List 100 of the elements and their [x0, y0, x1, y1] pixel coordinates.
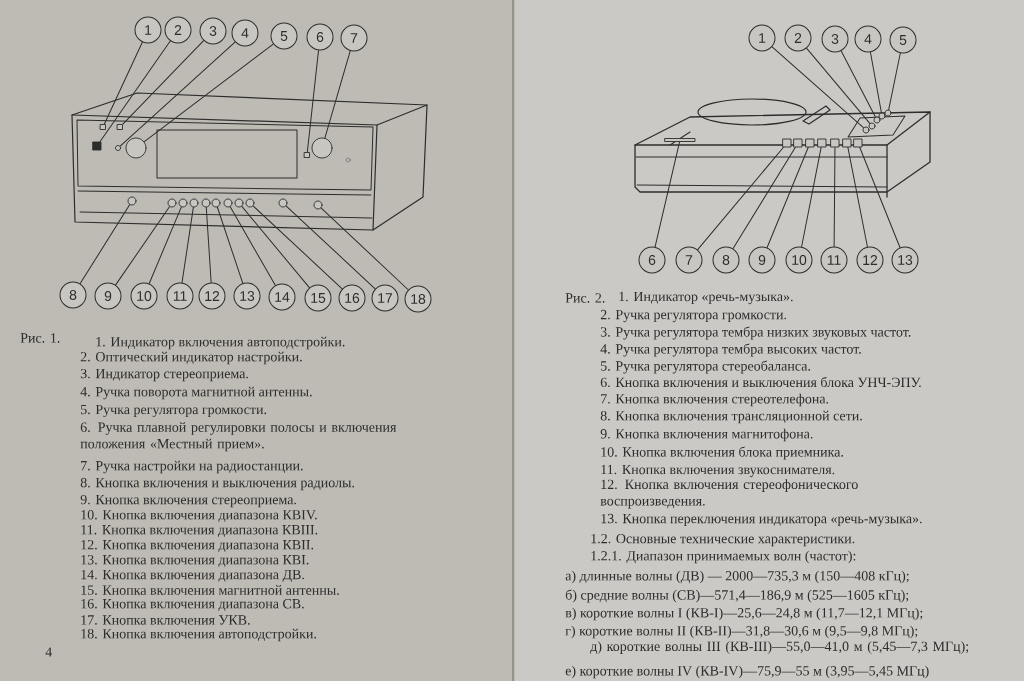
leader-line	[888, 52, 901, 111]
push-button	[127, 196, 137, 206]
leader-line	[285, 205, 376, 290]
leader-line	[103, 41, 143, 125]
caption-text: Рис. 2.	[565, 293, 605, 303]
control-knob	[862, 126, 870, 134]
caption-text: 14. Кнопка включения диапазона ДВ.	[81, 569, 304, 583]
callout-number: 7	[675, 246, 703, 274]
caption-text: 2. Оптический индикатор настройки.	[80, 351, 302, 365]
caption-text: 17. Кнопка включения УКВ.	[81, 615, 250, 625]
callout-number: 13	[891, 246, 919, 274]
callout-number: 10	[130, 282, 158, 310]
caption-text: е) короткие волны IV (КВ-IV)—75,9—55 м (3,95—5,45 МГц)	[565, 665, 929, 679]
caption-text: 13. Кнопка переключения индикатора «речь-музыка».	[601, 513, 922, 527]
caption-text: 13. Кнопка включения диапазона КВI.	[81, 555, 309, 567]
caption-text: 1. Индикатор включения автоподстройки.	[96, 336, 345, 350]
leader-line	[205, 206, 212, 284]
indicator-lamp	[304, 152, 310, 158]
caption-text: 6. Ручка плавной регулировки полосы и включения положения «Местный прием».	[80, 422, 397, 452]
callout-number: 4	[854, 25, 882, 53]
slot	[664, 138, 696, 142]
callout-number: 4	[231, 19, 259, 47]
caption-text: в) короткие волны I (КВ-I)—25,6—24,8 м (11,7—12,1 МГц);	[565, 607, 923, 621]
callout-number: 16	[338, 284, 366, 312]
caption-text: 16. Кнопка включения диапазона СВ.	[81, 599, 304, 611]
leader-line	[833, 146, 836, 247]
callout-number: 9	[748, 246, 776, 274]
indicator-lamp	[117, 124, 123, 130]
caption-text: 12. Кнопка включения диапазона КВII.	[81, 540, 314, 552]
leader-line	[122, 40, 205, 125]
caption-text: 8. Кнопка включения и выключения радиолы.	[80, 477, 354, 491]
leader-line	[806, 47, 871, 124]
push-button	[782, 138, 792, 148]
caption-text: 1.2. Основные технические характеристики.	[591, 533, 855, 547]
leader-line	[697, 146, 784, 251]
leader-line	[732, 146, 796, 249]
callout-number: 8	[712, 246, 740, 274]
caption-text: б) средние волны (СВ)—571,4—186,9 м (525—1605 кГц);	[565, 589, 909, 603]
push-button	[189, 198, 199, 208]
caption-text: д) короткие волны III (КВ-III)—55,0—41,0 м (5,45—7,3 МГц);	[590, 641, 969, 654]
leader-line	[181, 206, 194, 284]
caption-text: 3. Ручка регулятора тембра низких звуковых частот.	[600, 326, 911, 340]
control-knob	[115, 145, 121, 151]
push-button	[245, 198, 255, 208]
callout-number: 15	[304, 284, 332, 312]
caption-text: 7. Ручка настройки на радиостанции.	[81, 460, 303, 474]
indicator-lamp	[92, 141, 102, 151]
leader-line	[840, 50, 876, 118]
push-button	[223, 198, 233, 208]
caption-text: 4	[45, 647, 52, 657]
push-button	[842, 138, 852, 148]
leader-line	[847, 146, 868, 248]
leader-line	[801, 146, 822, 248]
callout-number: 5	[270, 22, 298, 50]
leader-line	[99, 40, 171, 143]
caption-text: 7. Кнопка включения стереотелефона.	[601, 393, 829, 407]
callout-number: 14	[268, 283, 296, 311]
callout-number: 3	[199, 17, 227, 45]
caption-text: 5. Ручка регулятора стереобаланса.	[601, 360, 810, 374]
callout-number: 5	[889, 26, 917, 54]
control-knob	[311, 137, 333, 159]
control-knob	[873, 116, 881, 124]
leader-line	[320, 207, 409, 291]
caption-text: 4. Ручка регулятора тембра высоких частот.	[600, 343, 861, 357]
leader-line	[115, 206, 170, 286]
callout-number: 6	[638, 246, 666, 274]
leader-line	[771, 46, 864, 129]
callout-number: 17	[371, 284, 399, 312]
leader-line	[869, 51, 882, 114]
leader-line	[241, 205, 310, 289]
leader-line	[252, 205, 343, 290]
leader-line	[766, 146, 809, 248]
callout-number: 1	[748, 24, 776, 52]
push-button	[830, 138, 840, 148]
caption-text: 11. Кнопка включения звукоснимателя.	[601, 464, 835, 478]
push-button	[234, 198, 244, 208]
caption-text: 6. Кнопка включения и выключения блока УНЧ-ЭПУ.	[600, 376, 921, 388]
caption-text: г) короткие волны II (КВ-II)—31,8—30,6 м (9,5—9,8 МГц);	[565, 625, 918, 639]
push-button	[853, 138, 863, 148]
leader-line	[216, 206, 244, 284]
leader-line	[79, 204, 131, 285]
caption-text: 18. Кнопка включения автоподстройки.	[81, 628, 316, 642]
push-button	[278, 198, 288, 208]
caption-text: 10. Кнопка включения блока приемника.	[601, 446, 843, 460]
control-knob	[878, 112, 886, 120]
caption-text: 8. Кнопка включения трансляционной сети.	[600, 410, 862, 424]
caption-text: 12. Кнопка включения стереофонического воспроизведения.	[600, 479, 858, 509]
caption-text: 11. Кнопка включения диапазона КВIII.	[81, 525, 318, 537]
push-button	[313, 200, 323, 210]
caption-text: а) длинные волны (ДВ) — 2000—735,3 м (150—408 кГц);	[565, 570, 909, 584]
leader-line	[229, 206, 276, 286]
callout-number: 6	[306, 23, 334, 51]
callout-number: 2	[784, 24, 812, 52]
callout-number: 1	[134, 16, 162, 44]
caption-text: 5. Ручка регулятора громкости.	[81, 404, 267, 418]
caption-text: 1. Индикатор «речь-музыка».	[619, 291, 793, 305]
caption-text: 15. Кнопка включения магнитной антенны.	[81, 585, 339, 595]
push-button	[167, 198, 177, 208]
push-button	[805, 138, 815, 148]
callout-number: 11	[166, 282, 194, 310]
